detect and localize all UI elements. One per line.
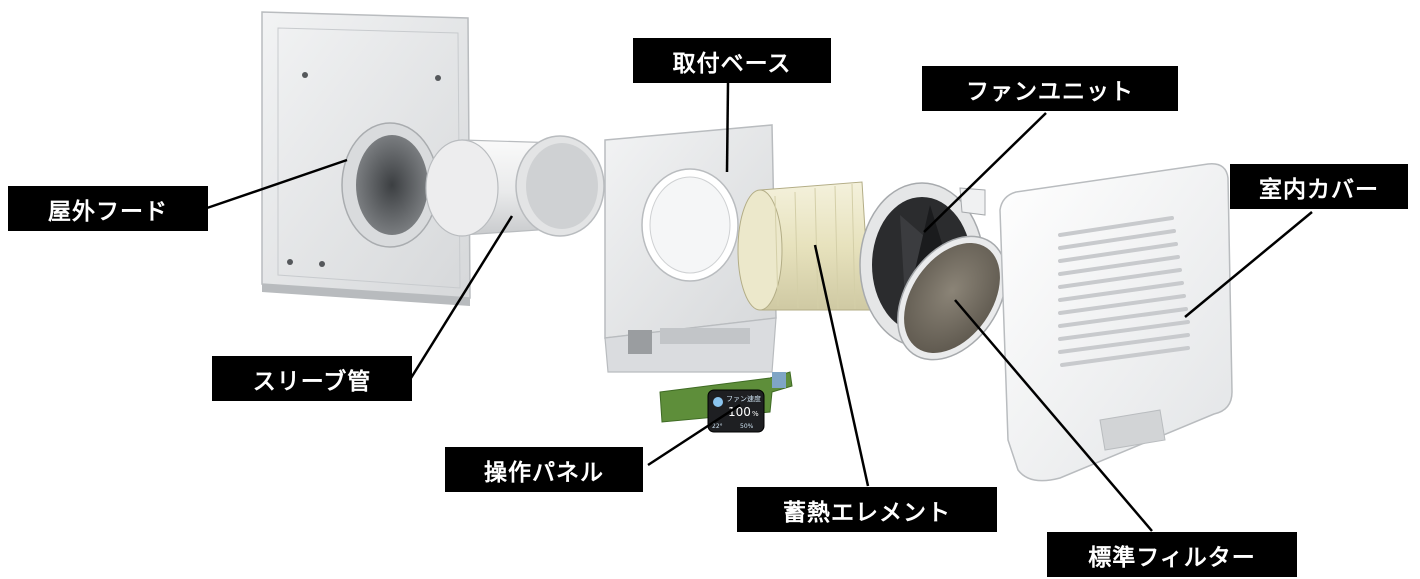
indoor-cover-part — [999, 163, 1233, 482]
mount-base-part — [604, 124, 777, 373]
leader-lines — [206, 82, 1313, 532]
panel-mode-text: ファン速度 — [726, 394, 761, 403]
panel-unit-text: % — [752, 410, 759, 418]
outdoor-hood-label: 屋外フード — [8, 186, 208, 231]
control-panel-label: 操作パネル — [445, 447, 643, 492]
control-panel-part: ファン速度 100 % 22° 50% — [659, 371, 793, 433]
leader-sleeve-pipe — [409, 215, 514, 379]
leader-heat-element — [813, 244, 870, 487]
indoor-cover-label: 室内カバー — [1230, 164, 1408, 209]
outdoor-hood-part — [261, 11, 471, 306]
leader-outdoor-hood — [206, 158, 348, 210]
sleeve-pipe-label: スリーブ管 — [212, 356, 412, 401]
leader-standard-filter — [954, 299, 1153, 532]
leader-fan-unit — [923, 112, 1047, 233]
heat-element-part — [737, 181, 871, 311]
sleeve-pipe-part — [425, 135, 605, 237]
panel-humidity-text: 50% — [740, 423, 754, 430]
heat-element-label: 蓄熱エレメント — [737, 487, 997, 532]
standard-filter-label: 標準フィルター — [1047, 532, 1297, 577]
panel-temp-text: 22° — [712, 423, 723, 430]
fan-unit-label: ファンユニット — [922, 66, 1178, 111]
leader-indoor-cover — [1184, 211, 1313, 318]
mount-base-label: 取付ベース — [633, 38, 831, 83]
leader-mount-base — [725, 82, 730, 173]
leader-control-panel — [647, 403, 741, 467]
